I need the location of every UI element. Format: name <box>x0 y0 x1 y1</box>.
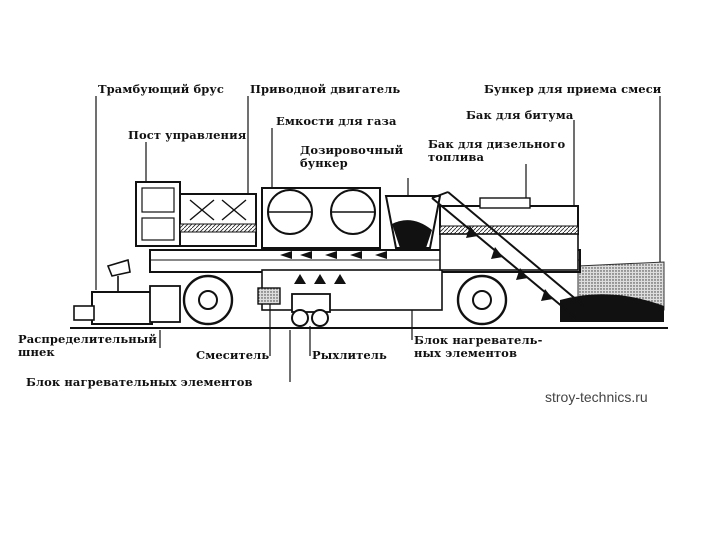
conveyor <box>431 191 585 319</box>
label-tamper-bar: Трамбующий брус <box>98 82 224 96</box>
mix-pile <box>560 294 664 322</box>
leader-lines <box>95 96 661 382</box>
ripper-wheel-2 <box>311 309 329 327</box>
ripper-wheel-1 <box>291 309 309 327</box>
spreading-auger <box>149 285 181 323</box>
label-mixer: Смеситель <box>196 348 270 362</box>
label-heater-block-right: Блок нагреватель- ных элементов <box>414 333 543 360</box>
label-drive-engine: Приводной двигатель <box>250 82 401 96</box>
label-ripper: Рыхлитель <box>312 348 387 362</box>
label-dosing-hopper: Дозировочный бункер <box>300 143 404 170</box>
label-gas-tanks: Емкости для газа <box>276 114 397 128</box>
label-bitumen-tank: Бак для битума <box>466 108 574 122</box>
watermark: stroy-technics.ru <box>545 389 648 405</box>
heater-block-left <box>257 287 281 305</box>
lower-frame <box>261 269 443 311</box>
label-control-post: Пост управления <box>128 128 247 142</box>
operator-seat <box>106 258 131 277</box>
label-spreading-auger: Распределительный шнек <box>18 332 158 359</box>
front-wheel <box>182 274 234 326</box>
rear-wheel <box>456 274 508 326</box>
label-heater-block-left: Блок нагревательных элементов <box>26 375 253 389</box>
lower-arrows <box>294 274 346 284</box>
heat-flow-arrows <box>280 251 387 259</box>
tamper-bar <box>91 291 153 325</box>
label-mix-hopper: Бункер для приема смеси <box>484 82 662 96</box>
label-diesel-tank: Бак для дизельного топлива <box>428 137 566 164</box>
diesel-tank <box>479 197 531 209</box>
mixer <box>291 293 331 313</box>
